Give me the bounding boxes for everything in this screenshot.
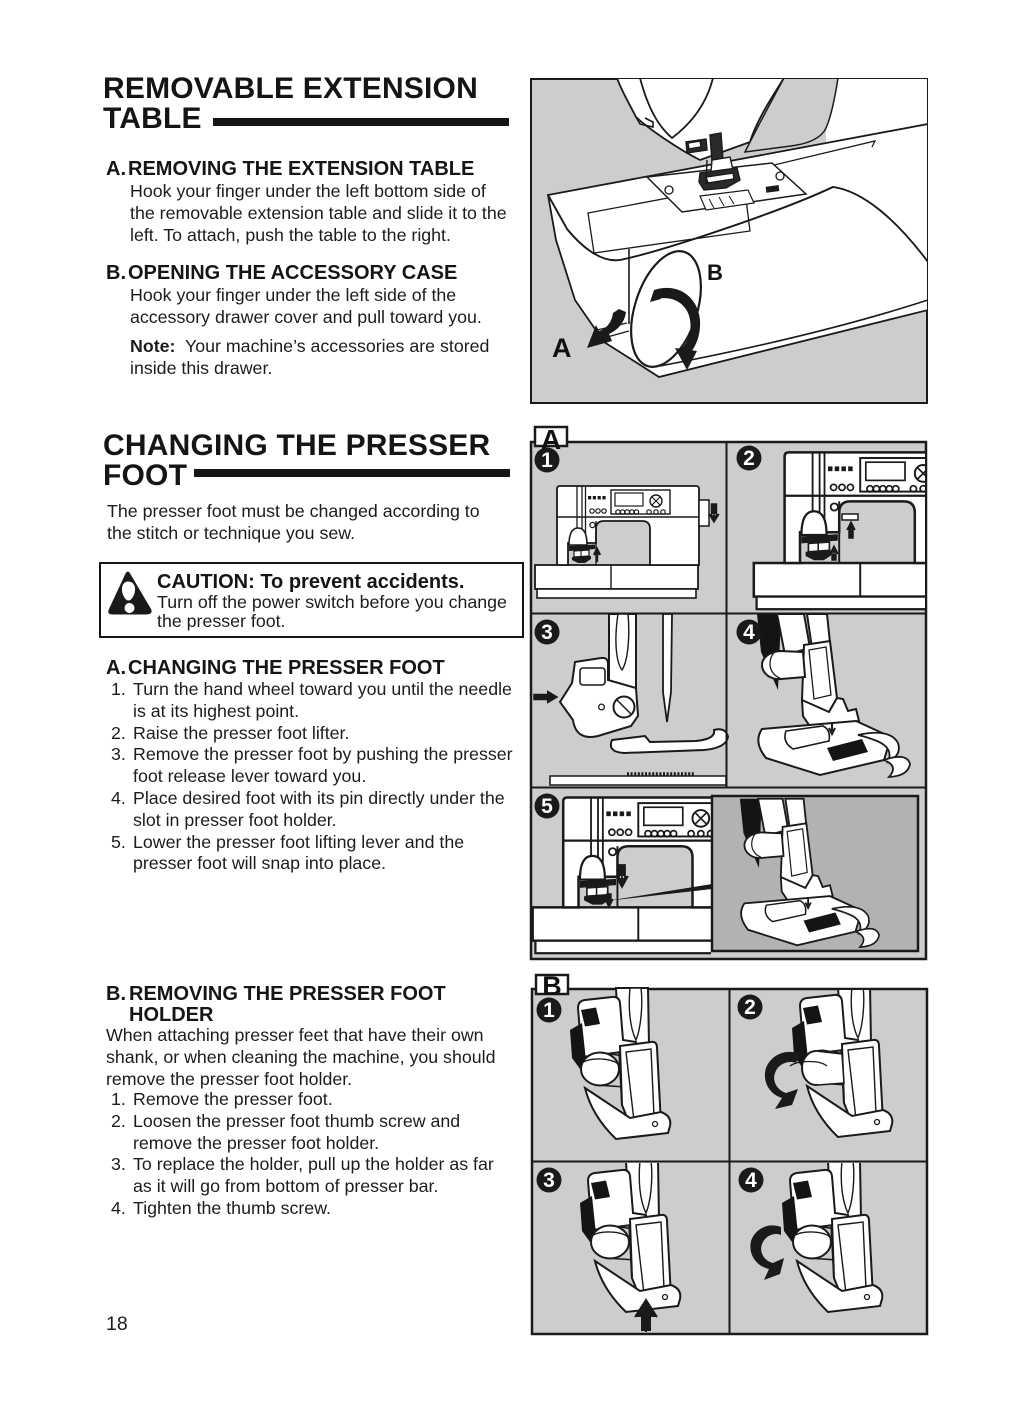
svg-text:3: 3: [543, 1169, 555, 1192]
svg-text:A: A: [552, 333, 572, 363]
svg-text:A: A: [541, 424, 561, 455]
svg-text:2: 2: [743, 447, 755, 470]
svg-text:5: 5: [541, 795, 553, 818]
svg-text:B: B: [542, 971, 562, 1001]
svg-text:B: B: [707, 260, 723, 285]
svg-text:1: 1: [541, 449, 553, 472]
svg-text:2: 2: [744, 996, 756, 1019]
svg-text:4: 4: [743, 621, 755, 644]
svg-text:4: 4: [745, 1169, 757, 1192]
svg-text:1: 1: [543, 999, 555, 1022]
svg-text:3: 3: [541, 621, 553, 644]
